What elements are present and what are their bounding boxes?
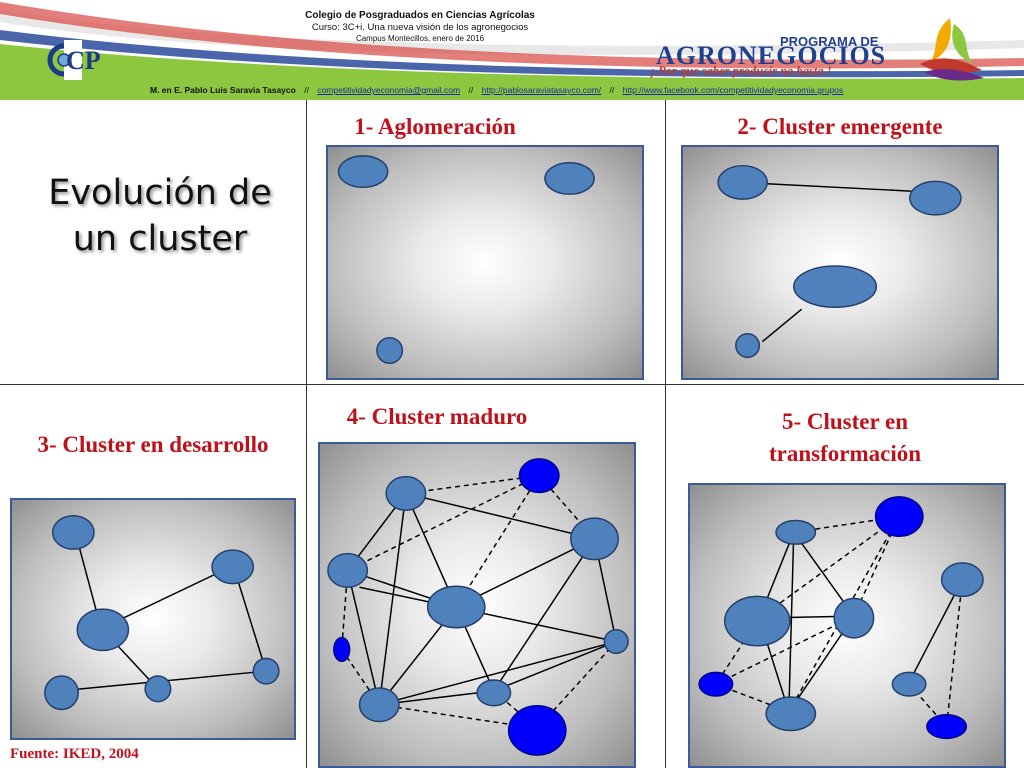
- cluster-node: [891, 671, 927, 697]
- cp-logo-text: CP: [66, 46, 101, 75]
- dashed-link-line: [945, 579, 964, 727]
- contact-bar: M. en E. Pablo Luis Saravia Tasayco // c…: [0, 82, 1024, 100]
- course-name: Curso: 3C+i. Una nueva visión de los agr…: [311, 22, 529, 33]
- title-line-1: Evolución de: [48, 173, 272, 213]
- institution-name: Colegio de Posgraduados en Ciencias Agrí…: [305, 10, 535, 21]
- link-line: [493, 538, 596, 692]
- cluster-node: [337, 155, 389, 189]
- header: Colegio de Posgraduados en Ciencias Agrí…: [0, 0, 1024, 82]
- dashed-link-line: [788, 516, 900, 713]
- stage-5-diagram: [688, 483, 1006, 768]
- cluster-node-strong: [698, 671, 734, 697]
- link-line: [405, 492, 595, 540]
- header-text: Colegio de Posgraduados en Ciencias Agrí…: [200, 10, 640, 43]
- cluster-node: [735, 333, 761, 359]
- link-line: [346, 570, 380, 705]
- cluster-node: [940, 562, 984, 598]
- cluster-node: [544, 161, 595, 195]
- cluster-node: [724, 595, 791, 647]
- cluster-node: [909, 180, 962, 216]
- program-top-label: PROGRAMA DE: [780, 34, 879, 49]
- cluster-node: [144, 675, 172, 703]
- cluster-node: [793, 265, 878, 308]
- stage-4-label: 4- Cluster maduro: [346, 404, 528, 429]
- link-line: [788, 532, 795, 712]
- stage-1-diagram: [326, 145, 644, 380]
- separator: //: [609, 85, 615, 95]
- link-line: [359, 586, 617, 643]
- source-citation: Fuente: IKED, 2004: [10, 746, 139, 762]
- cluster-node: [376, 336, 404, 364]
- grid-divider-vertical-1: [306, 100, 307, 768]
- link-line: [493, 640, 617, 692]
- facebook-link[interactable]: http://www.facebook.com/competitividadye…: [622, 85, 844, 95]
- stage-1-label: 1- Aglomeración: [354, 114, 516, 139]
- link-line: [232, 566, 267, 672]
- grid-divider-vertical-2: [665, 100, 666, 768]
- link-line: [761, 308, 803, 343]
- dashed-link-line: [405, 474, 540, 495]
- blog-link[interactable]: http://pablosaraviatasayco.com/: [481, 85, 602, 95]
- email-link[interactable]: competitividadyeconomia@gmail.com: [317, 85, 461, 95]
- cluster-node: [76, 608, 130, 652]
- cluster-node-strong: [333, 636, 351, 663]
- stage-4-diagram: [318, 442, 636, 768]
- stage-5-label: 5- Cluster en transformación: [700, 406, 990, 470]
- cluster-node-strong: [874, 496, 924, 538]
- dashed-link-line: [347, 474, 540, 572]
- author-name: M. en E. Pablo Luis Saravia Tasayco: [150, 85, 296, 95]
- link-line: [379, 640, 617, 706]
- cluster-node: [51, 514, 95, 550]
- program-flame-icon: [920, 18, 984, 81]
- cluster-node: [765, 696, 817, 732]
- stage-5-label-line-2: transformación: [768, 441, 922, 466]
- link-line: [908, 579, 964, 683]
- cluster-node: [327, 552, 369, 588]
- cluster-node: [426, 585, 486, 629]
- cluster-node: [385, 475, 427, 511]
- cluster-node: [252, 657, 280, 685]
- stage-3-diagram: [10, 498, 296, 740]
- cluster-node-strong: [507, 704, 567, 756]
- cluster-node: [44, 675, 79, 711]
- link-line: [740, 181, 913, 192]
- program-name: AGRONEGOCIOS: [656, 41, 887, 70]
- cluster-node: [603, 628, 629, 655]
- cluster-node: [717, 164, 768, 200]
- grid-divider-horizontal: [0, 384, 1024, 385]
- stage-4-network: [327, 458, 629, 756]
- stage-5-network: [698, 496, 984, 740]
- stage-2-diagram: [681, 145, 999, 380]
- slide-title: Evolución de un cluster: [20, 170, 300, 262]
- dashed-link-line: [758, 515, 900, 619]
- dashed-link-line: [715, 615, 855, 685]
- stage-1-network: [337, 155, 595, 364]
- cluster-node: [211, 549, 255, 585]
- link-line: [378, 493, 407, 705]
- cluster-node: [570, 517, 619, 561]
- header-swoosh-decoration: [0, 2, 1024, 82]
- cp-logo-icon: [47, 40, 82, 80]
- stage-3-network: [44, 514, 280, 711]
- campus-date: Campus Montecillos, enero de 2016: [355, 34, 485, 43]
- separator: //: [304, 85, 309, 95]
- stage-3-label: 3- Cluster en desarrollo: [37, 432, 269, 457]
- cluster-node-strong: [518, 458, 560, 494]
- program-tagline: ¡ Por que saber producir no basta !: [650, 64, 832, 78]
- separator: //: [468, 85, 474, 95]
- cluster-node: [775, 519, 817, 545]
- title-line-2: un cluster: [72, 219, 248, 259]
- contact-bar-text: M. en E. Pablo Luis Saravia Tasayco // c…: [150, 85, 843, 95]
- cluster-node-strong: [926, 713, 968, 740]
- cluster-node: [833, 597, 875, 639]
- cluster-node: [358, 687, 400, 723]
- stage-5-label-line-1: 5- Cluster en: [781, 409, 909, 434]
- stage-2-network: [717, 164, 962, 359]
- stage-2-label: 2- Cluster emergente: [737, 114, 943, 139]
- cluster-node: [476, 679, 512, 707]
